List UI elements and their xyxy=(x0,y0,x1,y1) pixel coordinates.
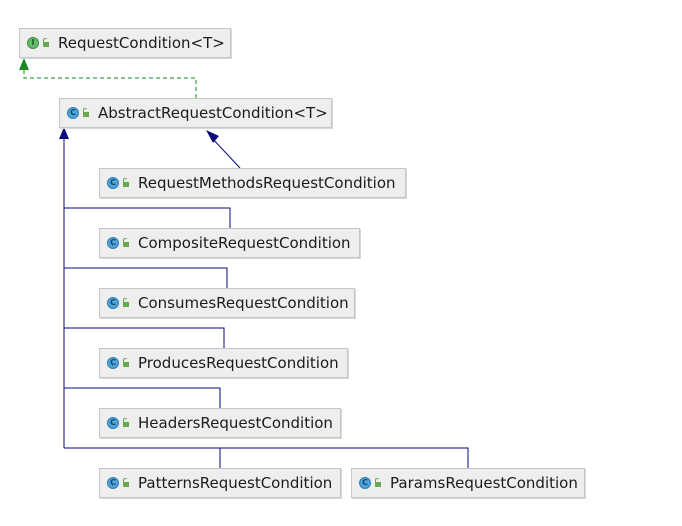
edge-implements xyxy=(19,58,197,98)
node-label: HeadersRequestCondition xyxy=(138,414,333,432)
class-icon: C xyxy=(107,357,119,369)
class-icon: C xyxy=(107,477,119,489)
edge-extends-request-methods xyxy=(206,130,241,169)
edge-extends-produces xyxy=(64,327,225,348)
node-abstract-request-condition[interactable]: C AbstractRequestCondition<T> xyxy=(59,98,332,128)
edge-extends-patterns xyxy=(64,447,221,468)
class-icon: C xyxy=(107,417,119,429)
public-access-icon xyxy=(123,178,129,187)
interface-icon: I xyxy=(27,37,39,49)
node-label: RequestCondition<T> xyxy=(58,34,225,52)
node-label: CompositeRequestCondition xyxy=(138,234,351,252)
node-request-condition[interactable]: I RequestCondition<T> xyxy=(19,28,231,58)
public-access-icon xyxy=(83,108,89,117)
node-patterns-request-condition[interactable]: C PatternsRequestCondition xyxy=(99,468,341,498)
public-access-icon xyxy=(123,478,129,487)
node-label: ConsumesRequestCondition xyxy=(138,294,349,312)
node-headers-request-condition[interactable]: C HeadersRequestCondition xyxy=(99,408,341,438)
class-icon: C xyxy=(107,237,119,249)
class-icon: C xyxy=(107,297,119,309)
edge-extends-consumes xyxy=(64,267,228,288)
node-composite-request-condition[interactable]: C CompositeRequestCondition xyxy=(99,228,360,258)
node-label: RequestMethodsRequestCondition xyxy=(138,174,396,192)
public-access-icon xyxy=(43,38,49,47)
node-label: PatternsRequestCondition xyxy=(138,474,333,492)
edge-extends-params xyxy=(220,447,469,468)
node-consumes-request-condition[interactable]: C ConsumesRequestCondition xyxy=(99,288,355,318)
public-access-icon xyxy=(123,238,129,247)
node-label: ParamsRequestCondition xyxy=(390,474,578,492)
edge-extends-trunk xyxy=(59,127,69,448)
node-request-methods-request-condition[interactable]: C RequestMethodsRequestCondition xyxy=(99,168,406,198)
class-icon: C xyxy=(359,477,371,489)
abstract-class-icon: C xyxy=(67,107,79,119)
public-access-icon xyxy=(375,478,381,487)
edge-extends-headers xyxy=(64,387,221,408)
edge-extends-composite xyxy=(64,207,231,228)
node-params-request-condition[interactable]: C ParamsRequestCondition xyxy=(351,468,585,498)
public-access-icon xyxy=(123,358,129,367)
node-label: ProducesRequestCondition xyxy=(138,354,339,372)
public-access-icon xyxy=(123,298,129,307)
node-label: AbstractRequestCondition<T> xyxy=(98,104,328,122)
class-icon: C xyxy=(107,177,119,189)
public-access-icon xyxy=(123,418,129,427)
node-produces-request-condition[interactable]: C ProducesRequestCondition xyxy=(99,348,348,378)
